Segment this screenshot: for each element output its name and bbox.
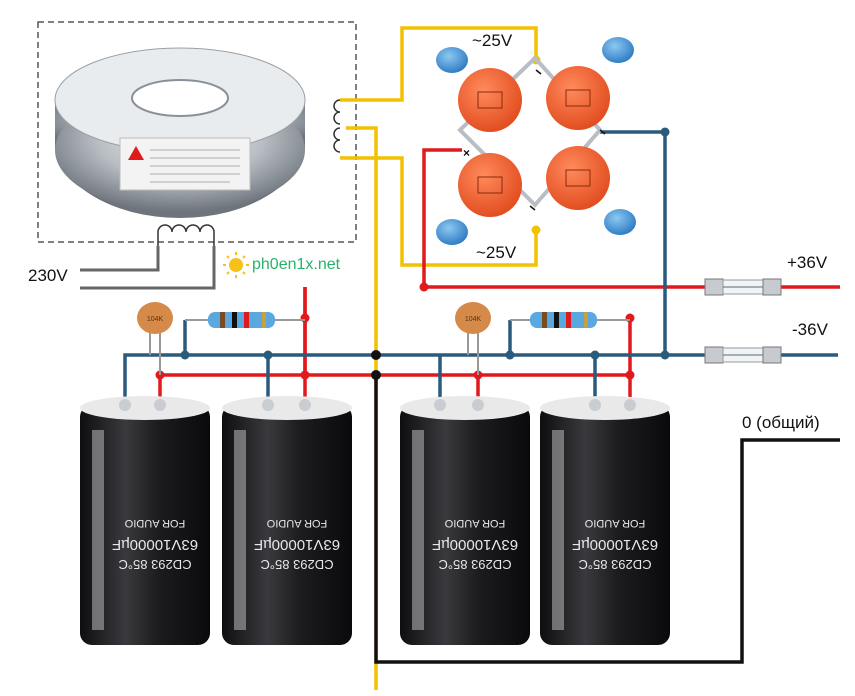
ground-output-label: 0 (общий) bbox=[742, 413, 820, 432]
secondary-windings bbox=[333, 99, 341, 153]
bridge-capacitor-2 bbox=[602, 37, 634, 63]
cap2-temp: CD293 85°C bbox=[260, 557, 333, 572]
diode-bridge bbox=[436, 37, 636, 245]
transformer-box bbox=[37, 21, 357, 243]
cap1-rating: 63V10000µF bbox=[112, 536, 198, 553]
electrolytic-capacitor-1 bbox=[80, 396, 210, 645]
transformer-label-sticker bbox=[119, 137, 251, 191]
cap3-temp: CD293 85°C bbox=[438, 557, 511, 572]
ceramic-capacitor-left bbox=[137, 302, 173, 375]
cap4-rating: 63V10000µF bbox=[572, 536, 658, 553]
ac-bottom-label: ~25V bbox=[476, 243, 517, 262]
diode-4 bbox=[546, 146, 610, 210]
fuse-positive bbox=[704, 278, 782, 296]
resistor-left bbox=[185, 312, 305, 328]
cap3-rating: 63V10000µF bbox=[432, 536, 518, 553]
cap1-note: FOR AUDIO bbox=[124, 517, 185, 529]
cap2-note: FOR AUDIO bbox=[266, 517, 327, 529]
sun-icon bbox=[223, 252, 249, 278]
cap4-temp: CD293 85°C bbox=[578, 557, 651, 572]
warning-triangle-icon bbox=[128, 146, 144, 160]
ceramic-cap-right-value: 104K bbox=[465, 316, 482, 323]
watermark-text: ph0en1x.net bbox=[252, 256, 341, 273]
ac-top-label: ~25V bbox=[472, 31, 513, 50]
mains-wires bbox=[80, 246, 216, 290]
diode-1 bbox=[458, 68, 522, 132]
toroidal-transformer bbox=[54, 47, 306, 218]
bridge-minus-mark: × bbox=[463, 146, 470, 160]
cap1-temp: CD293 85°C bbox=[118, 557, 191, 572]
mains-voltage-label: 230V bbox=[28, 266, 68, 285]
fuse-negative bbox=[704, 346, 782, 364]
electrolytic-capacitor-2 bbox=[222, 396, 352, 645]
negative-rail-wires bbox=[123, 130, 838, 400]
cap4-note: FOR AUDIO bbox=[584, 517, 645, 529]
ceramic-cap-left-value: 104K bbox=[147, 316, 164, 323]
primary-winding bbox=[157, 224, 215, 246]
cap3-note: FOR AUDIO bbox=[444, 517, 505, 529]
electrolytic-capacitor-4 bbox=[540, 396, 670, 645]
electrolytic-capacitor-3 bbox=[400, 396, 530, 645]
positive-output-label: +36V bbox=[787, 253, 828, 272]
capacitor-terminals bbox=[119, 399, 636, 411]
bridge-capacitor-1 bbox=[436, 47, 468, 73]
cap2-rating: 63V10000µF bbox=[254, 536, 340, 553]
resistor-right bbox=[510, 312, 630, 328]
diode-3 bbox=[458, 153, 522, 217]
ground-wire bbox=[374, 375, 840, 664]
diode-2 bbox=[546, 66, 610, 130]
ceramic-capacitor-right bbox=[455, 302, 491, 375]
bridge-capacitor-3 bbox=[436, 219, 468, 245]
negative-output-label: -36V bbox=[792, 320, 828, 339]
bridge-capacitor-4 bbox=[604, 209, 636, 235]
